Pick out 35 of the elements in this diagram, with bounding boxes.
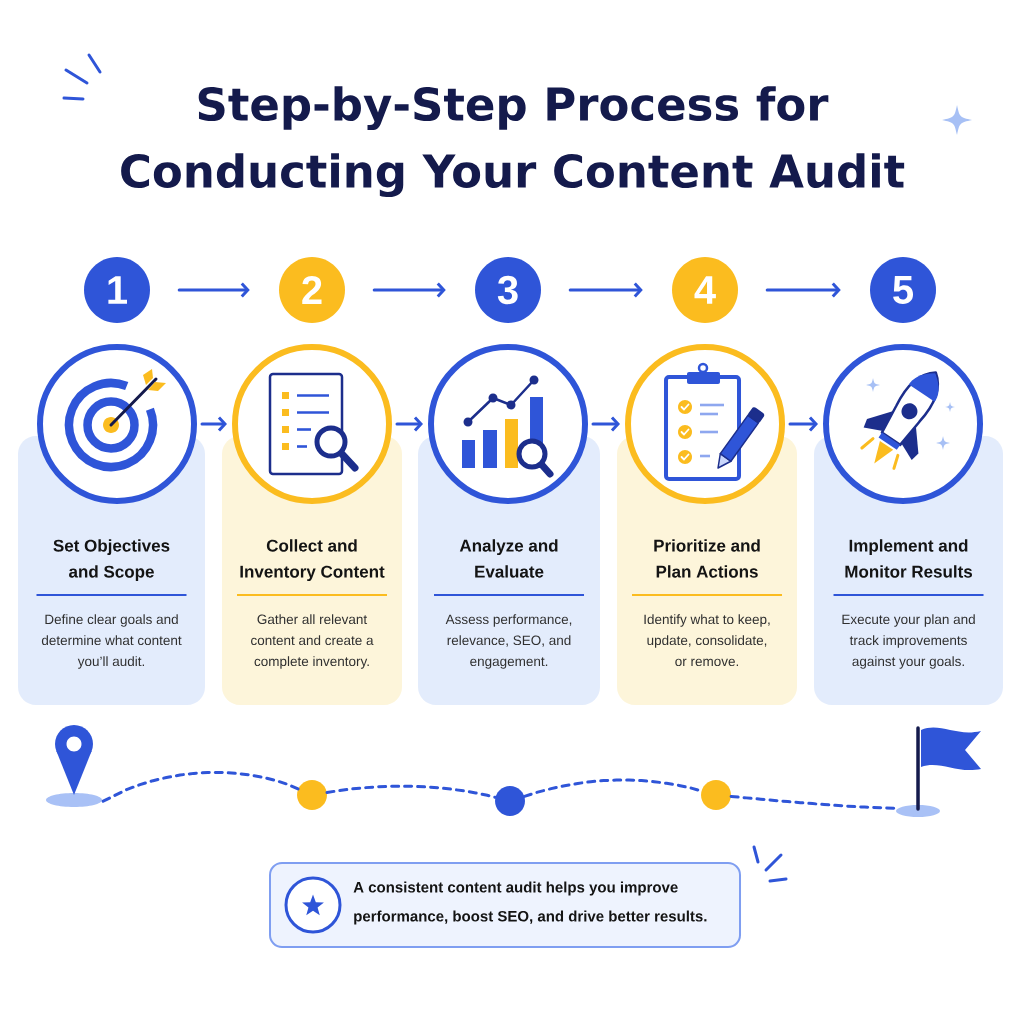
arrow — [591, 416, 620, 432]
arrow — [177, 282, 250, 298]
dashed-path — [729, 794, 898, 810]
step-heading: Collect and Inventory Content — [240, 539, 385, 582]
number-badge: 5 — [870, 257, 936, 323]
number-badge: 1 — [84, 257, 150, 323]
milestone-dot — [495, 786, 525, 816]
step-heading: Analyze and Evaluate — [459, 539, 558, 578]
icon-circle — [37, 344, 197, 504]
number-badge: 2 — [279, 257, 345, 323]
arrow — [372, 282, 446, 298]
step-description: Execute your plan and track improvements against your goals. — [842, 614, 975, 669]
arrow — [200, 416, 227, 432]
step-description: Assess performance, relevance, SEO, and engagement. — [445, 614, 572, 669]
callout-text: A consistent content audit helps you improve performance, boost SEO, and drive better results. — [353, 881, 707, 925]
step-description: Identify what to keep, update, consolidate, or remove. — [644, 614, 770, 667]
number-badge: 3 — [475, 257, 541, 323]
step-heading: Set Objectives and Scope — [53, 539, 170, 582]
callout-box — [269, 862, 741, 948]
arrow — [395, 416, 423, 432]
title: Step-by-Step Process for Conducting Your Content Audit — [121, 86, 905, 198]
milestone-dot — [701, 780, 731, 810]
arrow — [568, 282, 643, 298]
finish-flag — [896, 726, 981, 817]
location-pin — [46, 725, 102, 807]
dashed-path — [325, 784, 497, 799]
step-description: Gather all relevant content and create a complete inventory. — [251, 614, 374, 669]
arrow — [788, 416, 818, 432]
dashed-path — [101, 770, 300, 803]
step-heading: Prioritize and Plan Actions — [654, 539, 760, 578]
arrow — [765, 282, 841, 298]
step-heading: Implement and Monitor Results — [845, 539, 973, 578]
number-badge: 4 — [672, 257, 738, 323]
step-description: Define clear goals and determine what content you’ll audit. — [41, 614, 182, 669]
milestone-dot — [297, 780, 327, 810]
